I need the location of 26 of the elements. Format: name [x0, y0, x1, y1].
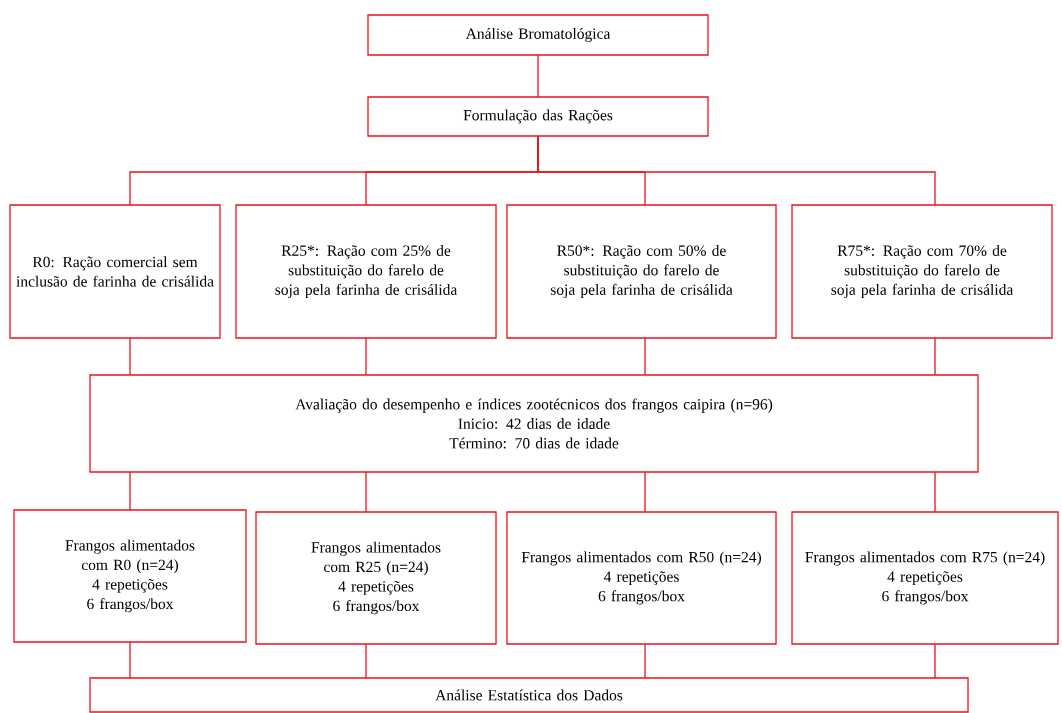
connector-line [934, 337, 936, 376]
process-box: Avaliação do desempenho e índices zootécnicos dos frangos caipira (n=96) Inicio: 42 dias de idade Término: 70 dias de idade [89, 374, 979, 473]
connector-line [644, 337, 646, 376]
process-box: R50*: Ração com 50% de substituição do farelo de soja pela farinha de crisálida [506, 204, 777, 339]
process-box: Frangos alimentados com R75 (n=24) 4 repetições 6 frangos/box [791, 511, 1059, 645]
process-box: Análise Estatística dos Dados [89, 677, 969, 713]
process-box: R0: Ração comercial sem inclusão de farinha de crisálida [9, 204, 221, 339]
connector-line [934, 471, 936, 513]
connector-line [365, 643, 367, 679]
connector-line [644, 471, 646, 513]
connector-line [129, 337, 131, 376]
process-box: Formulação das Rações [367, 96, 709, 137]
process-box: R25*: Ração com 25% de substituição do farelo de soja pela farinha de crisálida [235, 204, 497, 339]
connector-line [537, 135, 936, 206]
connector-line [365, 471, 367, 513]
process-box: Análise Bromatológica [367, 14, 709, 56]
connector-line [934, 643, 936, 679]
connector-line [129, 471, 131, 511]
connector-line [129, 641, 131, 679]
process-box: Frangos alimentados com R0 (n=24) 4 repetições 6 frangos/box [13, 509, 247, 643]
process-box: Frangos alimentados com R25 (n=24) 4 repetições 6 frangos/box [255, 511, 497, 645]
process-box: Frangos alimentados com R50 (n=24) 4 repetições 6 frangos/box [506, 511, 777, 645]
connector-line [644, 643, 646, 679]
connector-line [537, 54, 539, 98]
process-box: R75*: Ração com 70% de substituição do farelo de soja pela farinha de crisálida [791, 204, 1053, 339]
connector-line [365, 337, 367, 376]
